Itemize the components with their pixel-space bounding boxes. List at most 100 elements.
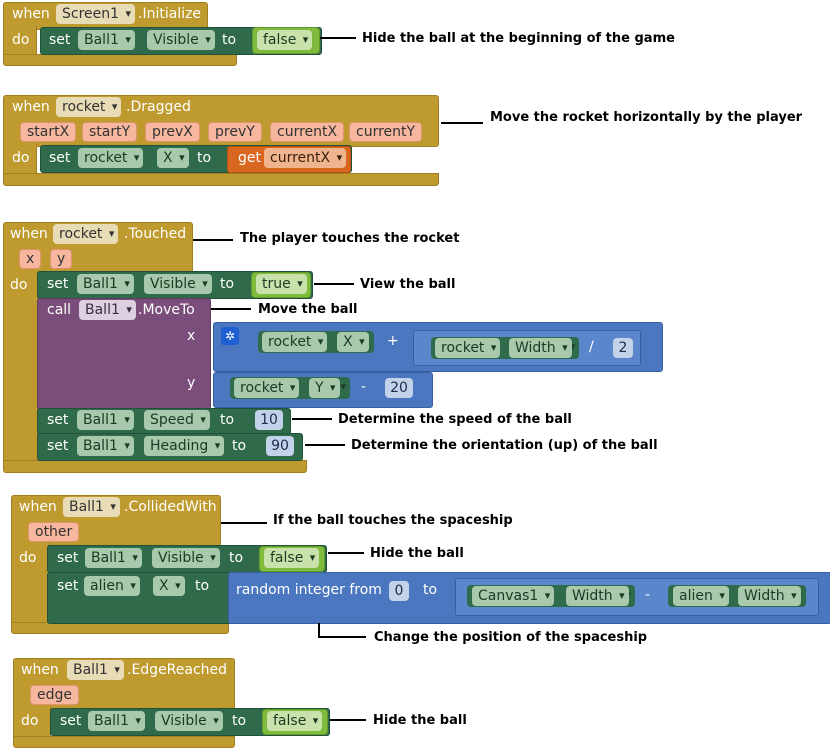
event-name: .Touched bbox=[124, 226, 187, 242]
property-dropdown-width[interactable]: Width bbox=[738, 586, 801, 606]
annotation-move: Move the ball bbox=[258, 302, 358, 317]
target-dropdown-ball1[interactable]: Ball1 bbox=[77, 274, 134, 294]
set-keyword: set bbox=[49, 150, 71, 166]
annotation-line bbox=[320, 37, 356, 39]
annotation-line bbox=[193, 239, 233, 241]
component-dropdown-rocket[interactable]: rocket bbox=[53, 224, 119, 244]
random-integer-label: random integer from bbox=[236, 582, 382, 598]
set-keyword: set bbox=[57, 550, 79, 566]
number-90[interactable]: 90 bbox=[266, 436, 294, 456]
property-dropdown-heading[interactable]: Heading bbox=[144, 436, 225, 456]
property-dropdown-x[interactable]: X bbox=[157, 148, 189, 168]
annotation-view: View the ball bbox=[360, 277, 456, 292]
set-keyword: set bbox=[47, 412, 69, 428]
annotation-line bbox=[305, 444, 345, 446]
set-keyword: set bbox=[47, 276, 69, 292]
property-dropdown-width[interactable]: Width bbox=[509, 338, 572, 358]
get-variable-dropdown[interactable]: currentX bbox=[264, 148, 347, 168]
get-keyword: get bbox=[238, 150, 261, 166]
component-dropdown-screen1[interactable]: Screen1 bbox=[56, 4, 136, 24]
gear-icon[interactable]: ✲ bbox=[221, 327, 239, 345]
number-2[interactable]: 2 bbox=[613, 338, 633, 358]
event-name: .Dragged bbox=[126, 99, 191, 115]
true-value-dropdown[interactable]: true bbox=[256, 274, 307, 294]
do-keyword: do bbox=[12, 150, 30, 166]
when-keyword: when bbox=[10, 226, 48, 242]
target-dropdown-ball1[interactable]: Ball1 bbox=[77, 436, 134, 456]
param-x[interactable]: x bbox=[19, 249, 42, 269]
component-dropdown-canvas1[interactable]: Canvas1 bbox=[472, 586, 555, 606]
param-startx[interactable]: startX bbox=[20, 122, 77, 142]
rocket-touched-event-body bbox=[3, 270, 39, 463]
false-value-dropdown[interactable]: false bbox=[264, 548, 320, 568]
property-dropdown-speed[interactable]: Speed bbox=[144, 410, 210, 430]
property-dropdown-visible[interactable]: Visible bbox=[152, 548, 220, 568]
annotation-speed: Determine the speed of the ball bbox=[338, 412, 572, 427]
annotation-hide2: Hide the ball bbox=[373, 713, 467, 728]
set-alien-x-block[interactable] bbox=[47, 572, 233, 624]
target-dropdown-ball1[interactable]: Ball1 bbox=[85, 548, 142, 568]
plus-operator: + bbox=[387, 333, 399, 349]
number-10[interactable]: 10 bbox=[255, 410, 283, 430]
to-keyword: to bbox=[423, 582, 438, 598]
target-dropdown-ball1[interactable]: Ball1 bbox=[79, 300, 136, 320]
property-dropdown-width[interactable]: Width bbox=[566, 586, 629, 606]
target-dropdown-ball1[interactable]: Ball1 bbox=[88, 711, 145, 731]
screen1-initialize-event-footer bbox=[3, 54, 237, 66]
minus-operator: - bbox=[645, 587, 651, 603]
param-edge[interactable]: edge bbox=[30, 685, 79, 705]
property-dropdown-visible[interactable]: Visible bbox=[147, 30, 215, 50]
component-dropdown-alien[interactable]: alien bbox=[673, 586, 729, 606]
annotation-line bbox=[211, 308, 251, 310]
component-dropdown-ball1[interactable]: Ball1 bbox=[63, 497, 120, 517]
minus-operator: - bbox=[361, 379, 367, 395]
set-keyword: set bbox=[47, 438, 69, 454]
target-dropdown-ball1[interactable]: Ball1 bbox=[77, 410, 134, 430]
annotation-touched: The player touches the rocket bbox=[240, 231, 460, 246]
property-dropdown-y[interactable]: Y bbox=[309, 378, 340, 398]
param-other[interactable]: other bbox=[28, 522, 80, 542]
annotation-line bbox=[330, 719, 366, 721]
to-keyword: to bbox=[232, 438, 247, 454]
param-currentx[interactable]: currentX bbox=[270, 122, 345, 142]
property-dropdown-visible[interactable]: Visible bbox=[144, 274, 212, 294]
property-dropdown-visible[interactable]: Visible bbox=[155, 711, 223, 731]
to-keyword: to bbox=[220, 412, 235, 428]
number-20[interactable]: 20 bbox=[385, 378, 413, 398]
param-starty[interactable]: startY bbox=[82, 122, 138, 142]
param-currenty[interactable]: currentY bbox=[349, 122, 423, 142]
annotation-change: Change the position of the spaceship bbox=[374, 630, 648, 645]
number-0[interactable]: 0 bbox=[389, 581, 409, 601]
y-arg-label: y bbox=[187, 375, 196, 391]
rocket-touched-event-footer bbox=[3, 460, 307, 473]
annotation-init: Hide the ball at the beginning of the ga… bbox=[362, 31, 675, 46]
component-dropdown-ball1[interactable]: Ball1 bbox=[67, 660, 124, 680]
param-y[interactable]: y bbox=[50, 249, 73, 269]
do-keyword: do bbox=[12, 32, 30, 48]
component-dropdown-rocket[interactable]: rocket bbox=[435, 338, 501, 358]
component-dropdown-rocket[interactable]: rocket bbox=[262, 332, 328, 352]
event-name: .Initialize bbox=[138, 6, 202, 22]
do-keyword: do bbox=[10, 277, 28, 293]
target-dropdown-alien[interactable]: alien bbox=[84, 576, 140, 596]
when-keyword: when bbox=[21, 662, 59, 678]
false-value-dropdown[interactable]: false bbox=[257, 30, 313, 50]
when-keyword: when bbox=[12, 6, 50, 22]
target-dropdown-ball1[interactable]: Ball1 bbox=[78, 30, 135, 50]
param-prevy[interactable]: prevY bbox=[208, 122, 262, 142]
property-dropdown-x[interactable]: X bbox=[153, 576, 185, 596]
component-dropdown-rocket[interactable]: rocket bbox=[56, 97, 122, 117]
component-dropdown-rocket[interactable]: rocket bbox=[234, 378, 300, 398]
param-prevx[interactable]: prevX bbox=[145, 122, 200, 142]
annotation-hide1: Hide the ball bbox=[370, 546, 464, 561]
do-keyword: do bbox=[21, 713, 39, 729]
false-value-dropdown[interactable]: false bbox=[267, 711, 323, 731]
annotation-line bbox=[441, 122, 483, 124]
rocket-dragged-event-footer bbox=[3, 173, 439, 186]
ball1-edgereached-event-footer bbox=[13, 736, 235, 748]
property-dropdown-x[interactable]: X bbox=[337, 332, 369, 352]
call-keyword: call bbox=[47, 302, 72, 318]
target-dropdown-rocket[interactable]: rocket bbox=[78, 148, 144, 168]
method-name: .MoveTo bbox=[138, 302, 195, 318]
when-keyword: when bbox=[19, 499, 57, 515]
